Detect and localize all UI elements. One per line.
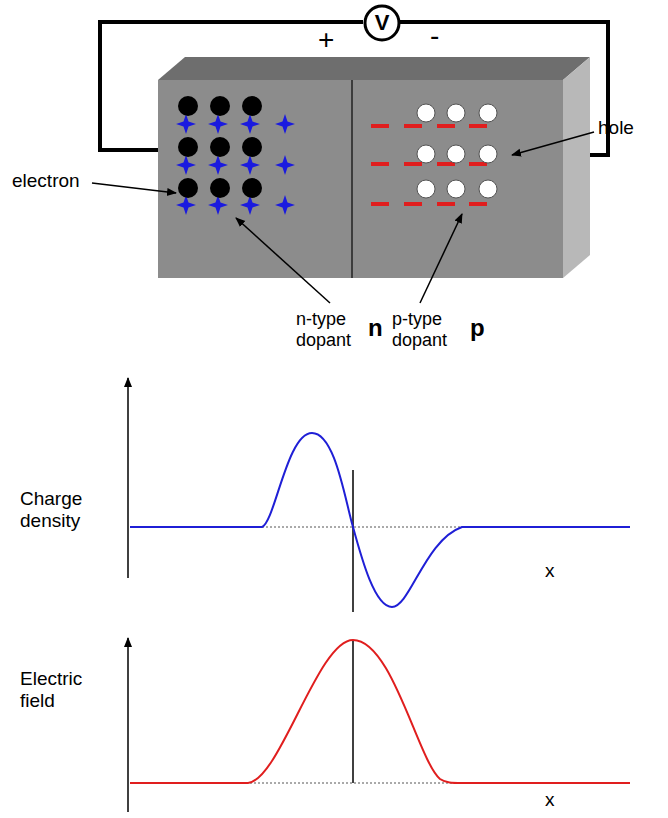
donor-ion <box>208 155 228 175</box>
electron-dot <box>242 96 262 116</box>
block-front <box>158 80 563 278</box>
acceptor-ion <box>469 202 487 206</box>
electron-dot <box>210 137 230 157</box>
voltmeter-circle: V <box>363 4 401 42</box>
callout-label: electron <box>12 170 80 192</box>
hole-dot <box>417 104 435 122</box>
acceptor-ion <box>371 124 389 128</box>
donor-ion <box>240 155 260 175</box>
acceptor-ion <box>404 202 422 206</box>
donor-ion <box>176 195 196 215</box>
y-axis <box>127 638 129 812</box>
donor-ion <box>176 114 196 134</box>
junction-marker <box>352 470 354 612</box>
junction-line <box>351 80 353 278</box>
junction-marker <box>352 640 354 783</box>
electron-dot <box>178 137 198 157</box>
hole-dot <box>479 104 497 122</box>
leader-line <box>420 214 462 303</box>
acceptor-ion <box>404 124 422 128</box>
electron-dot <box>210 178 230 198</box>
polarity-sign: - <box>430 20 439 52</box>
region-label: n <box>368 314 383 342</box>
axis-title: Electric field <box>20 668 112 712</box>
hole-dot <box>447 145 465 163</box>
polarity-sign: + <box>318 24 334 56</box>
acceptor-ion <box>371 162 389 166</box>
leader-line <box>512 132 594 155</box>
donor-ion <box>240 114 260 134</box>
hole-dot <box>447 104 465 122</box>
donor-ion <box>275 114 295 134</box>
acceptor-ion <box>404 162 422 166</box>
block-top <box>158 57 590 80</box>
electron-dot <box>178 178 198 198</box>
donor-ion <box>275 195 295 215</box>
donor-ion <box>208 195 228 215</box>
electron-dot <box>242 178 262 198</box>
donor-ion <box>275 155 295 175</box>
y-axis <box>127 378 129 578</box>
acceptor-ion <box>437 202 455 206</box>
charge-curve <box>130 433 630 607</box>
electron-dot <box>210 96 230 116</box>
hole-dot <box>447 180 465 198</box>
acceptor-ion <box>437 124 455 128</box>
callout-label: hole <box>598 117 634 139</box>
region-label: p <box>470 314 485 342</box>
hole-dot <box>479 145 497 163</box>
callout-label: n-type dopant <box>296 309 366 350</box>
axis-title: Charge density <box>20 488 112 532</box>
block-side <box>563 57 590 278</box>
leader-line <box>92 183 176 193</box>
electron-dot <box>242 137 262 157</box>
field-curve <box>130 640 630 783</box>
axis-label: x <box>545 789 555 811</box>
donor-ion <box>240 195 260 215</box>
node-text: V <box>375 10 390 36</box>
hole-dot <box>417 180 435 198</box>
callout-label: p-type dopant <box>392 309 462 350</box>
leader-line <box>236 218 330 303</box>
carriers <box>176 96 497 215</box>
acceptor-ion <box>469 124 487 128</box>
donor-ion <box>208 114 228 134</box>
hole-dot <box>479 180 497 198</box>
hole-dot <box>417 145 435 163</box>
acceptor-ion <box>371 202 389 206</box>
electron-dot <box>178 96 198 116</box>
axis-label: x <box>545 560 555 582</box>
donor-ion <box>176 155 196 175</box>
